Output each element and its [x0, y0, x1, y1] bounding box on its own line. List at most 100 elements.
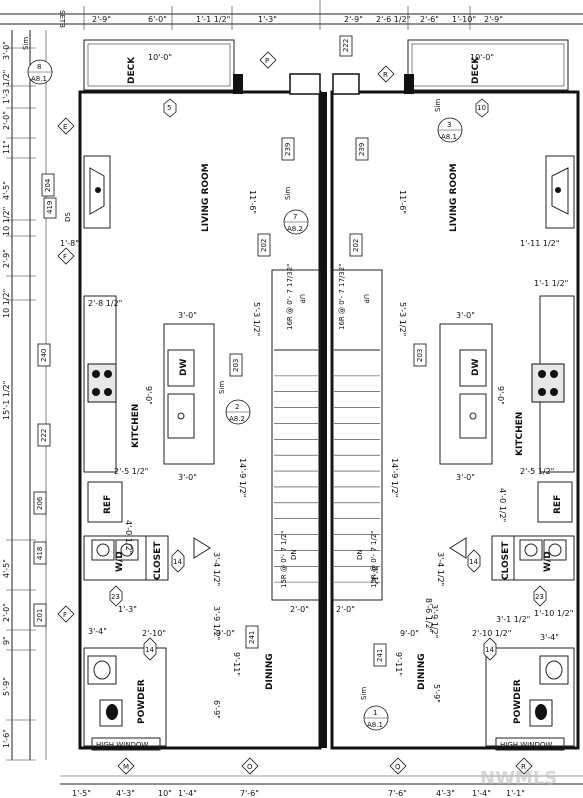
- svg-text:202: 202: [260, 239, 268, 252]
- kitchen-right-label: KITCHEN: [515, 412, 525, 456]
- powder-left-label: POWDER: [137, 679, 147, 724]
- dim-deck-right: 10'-0": [470, 53, 494, 62]
- grid-marker-f2: F: [57, 605, 75, 623]
- svg-text:Sim: Sim: [218, 381, 226, 394]
- dim-left-1-6: 1'-6": [2, 729, 11, 748]
- grid-marker-r: R: [377, 65, 395, 83]
- keynote-206: 206: [33, 491, 47, 515]
- keynote-241-right: 241: [373, 643, 387, 667]
- svg-text:A8.1: A8.1: [31, 75, 47, 83]
- svg-text:14: 14: [173, 558, 182, 566]
- dim-bot-h: 1'-4": [472, 789, 491, 798]
- dim-left-11: 11": [2, 140, 11, 154]
- dim-bot-d: 1'-4": [178, 789, 197, 798]
- dim-f18r: 1'-11 1/2": [520, 239, 559, 248]
- top-dimension-strip: 2'-9" 6'-0" 1'-1 1/2" 1'-3" 2'-9" 2'-6 1…: [0, 0, 583, 30]
- tag-23-right: 23: [533, 585, 547, 607]
- closet-right-label: CLOSET: [501, 541, 511, 580]
- dim-bot-g: 4'-3": [436, 789, 455, 798]
- dim-d90l: 9'-0": [216, 629, 235, 638]
- dim-top-g: 2'-6": [420, 15, 439, 24]
- dim-left-10-1: 10 1/2": [2, 207, 11, 236]
- dim-f39r: 3'-9 1/2": [430, 604, 439, 638]
- tag-14-closet-left: 14: [171, 549, 185, 573]
- stair-right-up: UP: [362, 294, 370, 303]
- svg-text:A8.2: A8.2: [287, 225, 303, 233]
- keynote-202-right: 202: [349, 233, 363, 257]
- tag-10: 10: [475, 98, 489, 118]
- dim-f34l: 3'-4": [88, 627, 107, 636]
- dim-left-3-0: 3'-0": [2, 41, 11, 60]
- svg-text:239: 239: [284, 143, 292, 156]
- stair-left-dn-risers: 15R @ 0'- 7 1/2": [280, 530, 288, 588]
- dim-isl-l: 3'-0": [178, 473, 197, 482]
- svg-text:7: 7: [293, 213, 297, 221]
- dim-top-a: 2'-9": [92, 15, 111, 24]
- dim-d86r: 8'-6 1/2": [424, 598, 433, 632]
- svg-text:14: 14: [485, 646, 494, 654]
- dim-d20r: 2'-0": [336, 605, 355, 614]
- tag-5: 5: [163, 98, 177, 118]
- svg-text:204: 204: [44, 178, 52, 192]
- stair-right-dn-risers: 15R @ 0'- 7 1/2": [370, 530, 378, 588]
- tag-14-closet-right: 14: [467, 549, 481, 573]
- dim-f210r: 2'-10 1/2": [472, 629, 511, 638]
- keynote-419: 419: [43, 197, 57, 219]
- section-marker-1: 1 A8.1 Sim: [360, 687, 389, 731]
- dim-dining-left: 9'-11": [232, 652, 241, 676]
- stair-left-dn: DN: [290, 549, 298, 560]
- section-marker-7: 7 A8.2 Sim: [283, 187, 309, 235]
- dim-ref-r: 2'-5 1/2": [520, 467, 554, 476]
- dim-hall-left: 14'-9 1/2": [238, 458, 247, 497]
- keynote-222-top: 222: [339, 35, 353, 57]
- dim-isl-l2: 3'-0": [178, 311, 197, 320]
- svg-text:Sim: Sim: [22, 37, 30, 50]
- dim-cl-r: 3'-4 1/2": [436, 552, 445, 586]
- section-marker-8: 8 A8.1 Sim: [22, 37, 53, 85]
- svg-text:Sim: Sim: [284, 187, 292, 200]
- keynote-204: 204: [41, 173, 55, 197]
- svg-text:203: 203: [232, 359, 240, 372]
- stair-right-dn: DN: [356, 549, 364, 560]
- dim-left-5-9: 5'-9": [2, 677, 11, 696]
- keynote-203-left: 203: [229, 353, 243, 377]
- dim-d59r: 5'-9": [432, 684, 441, 703]
- stair-right-up-risers: 16R @ 0'- 7 17/32": [338, 264, 346, 330]
- dim-f28l: 2'-8 1/2": [88, 299, 122, 308]
- dining-left-label: DINING: [265, 653, 275, 690]
- tag-23-left: 23: [109, 585, 123, 607]
- dim-f13r: 1'-10 1/2": [534, 609, 573, 618]
- grid-marker-f: F: [57, 247, 75, 265]
- dim-f40l: 4'-0 1/2": [124, 520, 133, 554]
- powder-right: POWDER: [485, 647, 575, 747]
- svg-text:241: 241: [248, 631, 256, 644]
- dim-bot-b: 4'-3": [116, 789, 135, 798]
- dim-f13l: 1'-3": [118, 605, 137, 614]
- svg-text:Sim: Sim: [360, 687, 368, 700]
- dim-left-2-0b: 2'-0": [2, 603, 11, 622]
- dim-bot-e: 7'-6": [240, 789, 259, 798]
- grid-marker-m: M: [117, 757, 135, 775]
- svg-text:206: 206: [36, 496, 44, 510]
- dim-d20l: 2'-0": [290, 605, 309, 614]
- grid-marker-o: O: [241, 757, 259, 775]
- dim-f40r: 4'-0 1/2": [498, 488, 507, 522]
- deck-left-label: DECK: [127, 56, 137, 84]
- ref-right-label: REF: [553, 495, 563, 514]
- wd-left-label: W/D: [115, 551, 125, 572]
- dim-kitchen-left: 9'-0": [144, 386, 153, 405]
- dim-isl-r2: 3'-0": [456, 311, 475, 320]
- dim-kitchen-right: 9'-0": [496, 386, 505, 405]
- svg-text:O: O: [247, 763, 253, 771]
- living-room-right-label: LIVING ROOM: [449, 163, 459, 232]
- high-window-left: HIGH WINDOW: [91, 737, 161, 751]
- svg-text:P: P: [265, 57, 269, 65]
- dim-d90r: 9'-0": [400, 629, 419, 638]
- fireplace-left: [83, 155, 111, 229]
- dim-top-f: 2'-6 1/2": [376, 15, 410, 24]
- dim-top-h: 1'-10": [452, 15, 476, 24]
- svg-text:202: 202: [352, 239, 360, 252]
- kitchen-right: DW KITCHEN REF: [439, 295, 575, 523]
- tag-14-powder-right: 14: [483, 637, 497, 661]
- dim-deck-left: 10'-0": [148, 53, 172, 62]
